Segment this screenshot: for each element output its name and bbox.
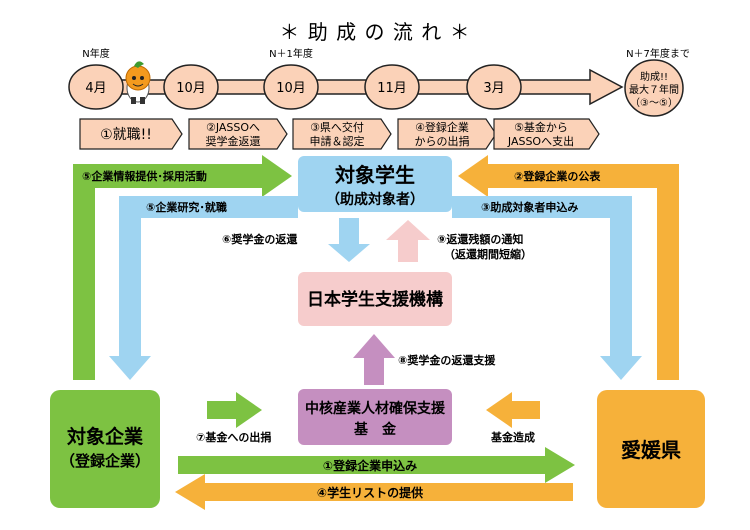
flow-label-4: ④学生リストの提供 <box>317 485 423 500</box>
svg-text:10月: 10月 <box>176 81 206 96</box>
flow-label-5a: ⑤企業情報提供･採用活動 <box>82 169 207 183</box>
fund-box: 中核産業人材確保支援 基 金 <box>298 389 452 445</box>
timeline-node: 10月 <box>263 64 319 110</box>
svg-text:対象学生: 対象学生 <box>334 163 415 187</box>
svg-text:日本学生支援機構: 日本学生支援機構 <box>307 289 443 310</box>
flow-label-kikin: 基金造成 <box>490 430 535 444</box>
timeline-end-node: 助成!! 最大７年間 （③～⑤） <box>624 59 684 117</box>
arrow-left-to-fund <box>486 392 540 428</box>
svg-text:①就職!!: ①就職!! <box>100 127 152 143</box>
svg-text:4月: 4月 <box>85 81 106 96</box>
flow-label-9-sub: （返還期間短縮） <box>444 247 532 261</box>
svg-text:中核産業人材確保支援: 中核産業人材確保支援 <box>305 400 446 417</box>
timeline-node: 4月 <box>68 64 124 110</box>
timeline: N年度 N＋1年度 N＋7年度まで 4月 10月 10月 11月 3月 助成!! <box>68 47 690 117</box>
student-box: 対象学生 （助成対象者） <box>298 156 452 212</box>
svg-text:10月: 10月 <box>276 81 306 96</box>
step-box: ⑤基金から JASSOへ支出 <box>493 118 600 150</box>
company-box: 対象企業 （登録企業） <box>50 390 160 508</box>
flow-label-2: ②登録企業の公表 <box>514 169 601 183</box>
svg-text:11月: 11月 <box>377 81 407 96</box>
flow-label-8: ⑧奨学金の返還支援 <box>398 353 496 367</box>
flow-label-6: ⑥奨学金の返還 <box>222 232 298 246</box>
flow-label-3: ③助成対象者申込み <box>481 200 578 214</box>
flow-label-9: ⑨返還残額の通知 <box>437 232 523 246</box>
svg-text:申請＆認定: 申請＆認定 <box>310 134 365 148</box>
arrow-right-to-pref <box>178 447 575 483</box>
svg-text:④登録企業: ④登録企業 <box>415 120 469 134</box>
flow-arrow-green-top <box>73 155 292 380</box>
flow-arrow-blue-right <box>452 196 642 380</box>
step-box: ③県へ交付 申請＆認定 <box>292 118 392 150</box>
step-boxes: ①就職!! ②JASSOへ 奨学金返還 ③県へ交付 申請＆認定 ④登録企業 から… <box>79 118 600 150</box>
svg-text:（登録企業）: （登録企業） <box>60 452 150 470</box>
mascot-icon <box>125 61 151 104</box>
flow-label-7: ⑦基金への出捐 <box>196 430 271 444</box>
svg-text:②JASSOへ: ②JASSOへ <box>206 121 260 134</box>
year-label-n: N年度 <box>82 47 109 60</box>
step-box: ①就職!! <box>79 118 183 150</box>
arrow-right-to-fund <box>207 392 262 428</box>
flow-arrow-blue-left <box>109 196 298 380</box>
svg-text:JASSOへ支出: JASSOへ支出 <box>507 134 574 148</box>
svg-text:基 金: 基 金 <box>354 421 397 438</box>
svg-text:3月: 3月 <box>483 81 504 96</box>
flow-label-1: ①登録企業申込み <box>323 458 417 473</box>
arrow-down-to-jasso <box>328 218 370 262</box>
svg-text:助成!!: 助成!! <box>640 70 668 83</box>
timeline-node: 11月 <box>364 64 420 110</box>
svg-text:からの出捐: からの出捐 <box>415 134 470 148</box>
flow-arrow-orange-top <box>458 155 679 380</box>
svg-text:対象企業: 対象企業 <box>66 425 144 448</box>
flow-label-5b: ⑤企業研究･就職 <box>146 200 227 214</box>
svg-text:（助成対象者）: （助成対象者） <box>326 191 424 208</box>
svg-text:⑤基金から: ⑤基金から <box>514 120 568 134</box>
step-box: ②JASSOへ 奨学金返還 <box>188 118 288 150</box>
arrow-left-to-company <box>175 474 573 510</box>
arrow-up-to-student <box>386 220 430 262</box>
svg-text:③県へ交付: ③県へ交付 <box>310 120 364 134</box>
svg-text:奨学金返還: 奨学金返還 <box>206 134 261 148</box>
svg-text:（③～⑤）: （③～⑤） <box>630 97 678 109</box>
svg-text:愛媛県: 愛媛県 <box>621 438 681 462</box>
arrow-up-to-jasso <box>353 334 395 385</box>
page-title: ＊ 助 成 の 流 れ ＊ <box>279 20 471 44</box>
svg-text:最大７年間: 最大７年間 <box>629 83 679 96</box>
timeline-node: 10月 <box>163 64 219 110</box>
timeline-node: 3月 <box>466 64 522 110</box>
year-label-n1: N＋1年度 <box>269 47 313 60</box>
step-box: ④登録企業 からの出捐 <box>397 118 497 150</box>
jasso-box: 日本学生支援機構 <box>298 272 452 326</box>
year-label-n7: N＋7年度まで <box>626 47 690 60</box>
pref-box: 愛媛県 <box>597 390 705 508</box>
